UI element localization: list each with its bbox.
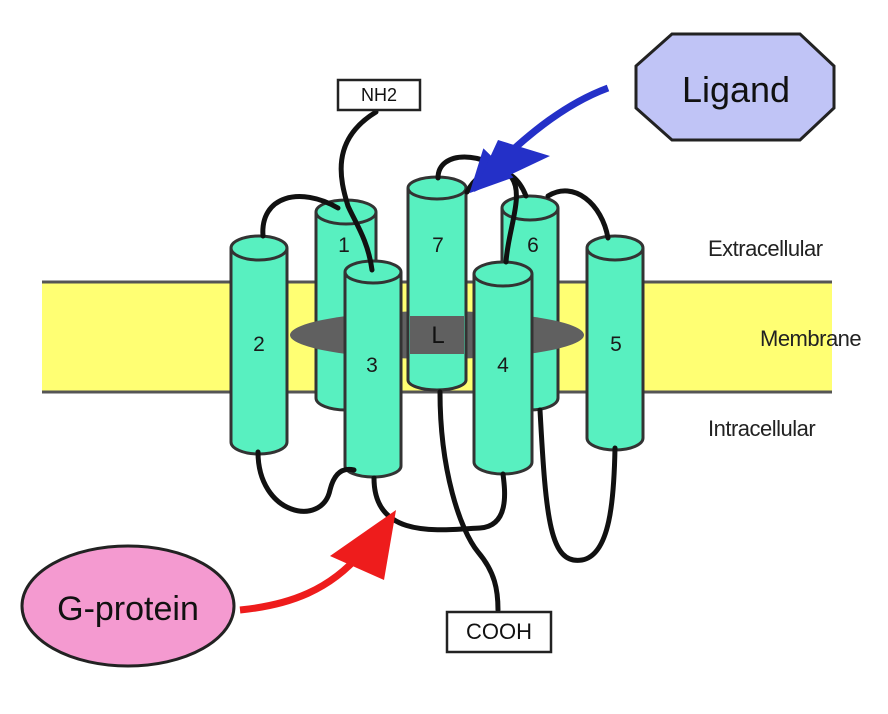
binding-pocket-cover	[410, 316, 464, 354]
n-terminus-box: NH2	[336, 78, 422, 112]
helix-7-number: 7	[432, 234, 444, 257]
helix-5: 5	[585, 234, 645, 452]
loop-2-to-1	[260, 194, 341, 239]
helix-3: 3	[343, 259, 403, 479]
helix-6-number: 6	[527, 234, 539, 257]
helix-2: 2	[229, 234, 289, 456]
g-protein-arrowhead	[330, 510, 396, 580]
helix-1-number: 1	[338, 234, 350, 257]
c-terminal-tail	[437, 389, 501, 613]
helix-4: 4	[472, 260, 534, 476]
loop-3-to-4	[371, 471, 508, 533]
intracellular-label: Intracellular	[708, 416, 815, 441]
helix-3-number: 3	[366, 354, 378, 377]
loop-4-to-5	[537, 407, 618, 563]
helix-5-number: 5	[610, 333, 622, 356]
membrane-label: Membrane	[760, 326, 861, 351]
ligand-label: Ligand	[682, 69, 790, 110]
helix-7: 7	[406, 175, 468, 392]
g-protein-label: G-protein	[57, 590, 199, 628]
extracellular-label: Extracellular	[708, 236, 823, 261]
helix-4-number: 4	[497, 354, 509, 377]
c-terminus-label: COOH	[466, 619, 532, 644]
loop-2-to-3	[255, 449, 357, 514]
ligand-arrowhead	[474, 140, 550, 192]
n-terminus-label: NH2	[361, 85, 397, 105]
loop-5-to-6	[545, 188, 611, 241]
helix-2-number: 2	[253, 333, 265, 356]
ligand-octagon: Ligand	[634, 32, 836, 142]
c-terminus-box: COOH	[445, 610, 553, 654]
binding-site-label: L	[431, 322, 444, 349]
g-protein-ellipse: G-protein	[20, 544, 236, 668]
n-terminal-tail	[338, 109, 379, 273]
